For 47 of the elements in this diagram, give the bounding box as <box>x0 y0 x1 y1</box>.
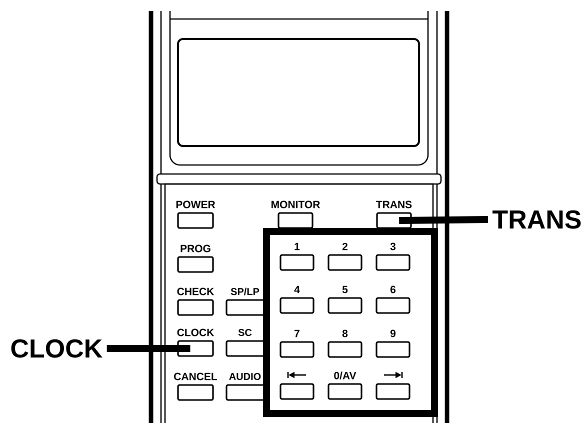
node-label: 7 <box>294 330 300 338</box>
node-label: 9 <box>390 330 396 338</box>
node-label: 4 <box>294 286 300 294</box>
node-label: 2 <box>342 242 348 250</box>
remote-button: CLOCK <box>177 328 214 357</box>
node-label: 5 <box>342 286 348 294</box>
remote-button: 2 <box>328 242 362 271</box>
remote-button: 6 <box>376 286 410 314</box>
leader-line <box>399 216 488 224</box>
node-label: 8 <box>342 330 348 338</box>
leader-line <box>106 345 190 352</box>
node-label: MONITOR <box>272 200 320 208</box>
remote-button: CHECK <box>177 288 214 316</box>
node-label: PROG <box>180 244 210 252</box>
callout-label: CLOCK <box>11 339 102 358</box>
node-label: 0/AV <box>334 372 356 380</box>
node-label: POWER <box>176 200 216 208</box>
node-label: 3 <box>390 242 396 250</box>
remote-button: 7 <box>280 330 314 358</box>
remote-button <box>376 383 410 400</box>
node-label: SC <box>238 328 252 336</box>
remote-button: 8 <box>328 330 362 358</box>
remote-button: 0/AV <box>328 372 362 400</box>
remote-button: 3 <box>376 242 410 271</box>
node-label: TRANS <box>376 200 412 208</box>
remote-button: SC <box>226 328 268 357</box>
node-label: CANCEL <box>174 372 218 380</box>
remote-button: 1 <box>280 242 314 271</box>
node-label: CHECK <box>177 288 214 296</box>
node-label: CLOCK <box>177 328 214 336</box>
node-label: AUDIO <box>229 372 261 380</box>
node-label: 6 <box>390 286 396 294</box>
remote-button: MONITOR <box>272 200 320 229</box>
highlight-frame <box>263 228 438 417</box>
remote-button: 5 <box>328 286 362 314</box>
remote-button: 9 <box>376 330 410 358</box>
remote-button: TRANS <box>376 200 412 229</box>
remote-button: POWER <box>176 200 216 229</box>
callout-label: TRANS <box>492 210 581 229</box>
remote-button: 4 <box>280 286 314 314</box>
node-label: SP/LP <box>230 288 260 296</box>
node-label: 1 <box>294 242 300 250</box>
remote-button: CANCEL <box>174 372 218 401</box>
remote-button: PROG <box>177 244 214 273</box>
remote-button: SP/LP <box>226 288 268 316</box>
remote-button: AUDIO <box>226 372 268 401</box>
remote-button <box>280 383 314 400</box>
